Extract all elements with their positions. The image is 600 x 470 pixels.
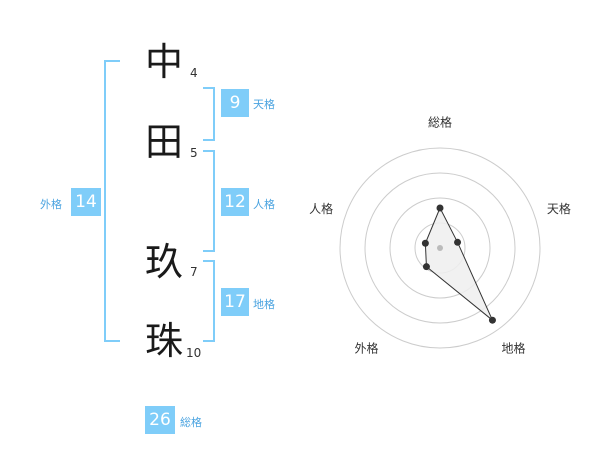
name-char-4: 珠 <box>145 319 184 363</box>
tenkaku-bracket <box>203 87 215 141</box>
radar-data-point <box>454 238 462 246</box>
soukaku-label: 総格 <box>180 416 202 429</box>
radar-data-point <box>421 239 429 247</box>
chikaku-label: 地格 <box>253 298 275 311</box>
name-char-1: 中 <box>145 40 184 84</box>
radar-data <box>421 204 496 324</box>
radar-data-point <box>436 204 444 212</box>
soukaku-value: 26 <box>145 406 175 434</box>
gaikaku-value: 14 <box>71 188 101 216</box>
jinkaku-value: 12 <box>221 188 249 216</box>
radar-data-point <box>488 316 496 324</box>
radar-axis-label: 天格 <box>547 201 571 216</box>
chikaku-bracket <box>203 260 215 342</box>
stroke-count-3: 7 <box>190 265 198 279</box>
radar-series-polygon <box>424 206 493 321</box>
tenkaku-label: 天格 <box>253 98 275 111</box>
name-char-3: 玖 <box>145 240 184 284</box>
chikaku-value: 17 <box>221 288 249 316</box>
radar-ring <box>389 197 491 299</box>
radar-ring <box>364 172 516 324</box>
jinkaku-bracket <box>203 150 215 252</box>
tenkaku-value: 9 <box>221 89 249 117</box>
name-char-2: 田 <box>145 120 184 164</box>
stroke-count-1: 4 <box>190 66 198 80</box>
radar-grid <box>339 147 541 349</box>
radar-axis-label: 総格 <box>428 115 452 130</box>
radar-data-point <box>422 263 430 271</box>
radar-ring <box>339 147 541 349</box>
jinkaku-label: 人格 <box>253 198 275 211</box>
radar-axis-label: 外格 <box>355 341 379 356</box>
gaikaku-bracket <box>104 60 120 342</box>
stroke-count-4: 10 <box>186 346 202 360</box>
gaikaku-label: 外格 <box>40 198 62 211</box>
radar-center-point <box>437 245 443 251</box>
stroke-count-2: 5 <box>190 146 198 160</box>
radar-axis-label: 地格 <box>501 341 525 356</box>
radar-axis-label: 人格 <box>309 201 333 216</box>
